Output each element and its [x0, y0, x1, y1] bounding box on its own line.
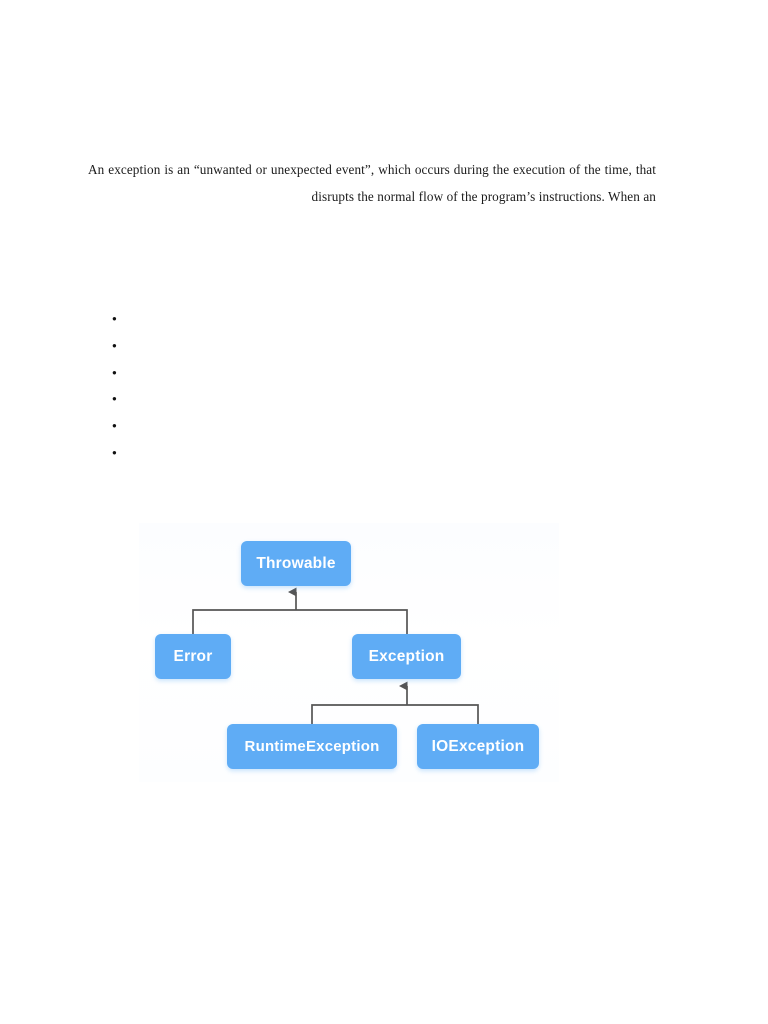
- diagram-canvas: Throwable Error Exception RuntimeExcepti…: [139, 523, 559, 782]
- node-ioexception[interactable]: IOException: [417, 724, 539, 769]
- list-item: [112, 306, 652, 333]
- list-item: [112, 413, 652, 440]
- bullet-list: [112, 306, 652, 467]
- list-item: [112, 360, 652, 387]
- list-item: [112, 333, 652, 360]
- node-throwable[interactable]: Throwable: [241, 541, 351, 586]
- list-item: [112, 440, 652, 467]
- list-item: [112, 386, 652, 413]
- node-exception[interactable]: Exception: [352, 634, 461, 679]
- node-error[interactable]: Error: [155, 634, 231, 679]
- intro-paragraph: An exception is an “unwanted or unexpect…: [88, 162, 656, 205]
- node-runtimeexception[interactable]: RuntimeException: [227, 724, 397, 769]
- exception-hierarchy-diagram: Throwable Error Exception RuntimeExcepti…: [139, 523, 559, 782]
